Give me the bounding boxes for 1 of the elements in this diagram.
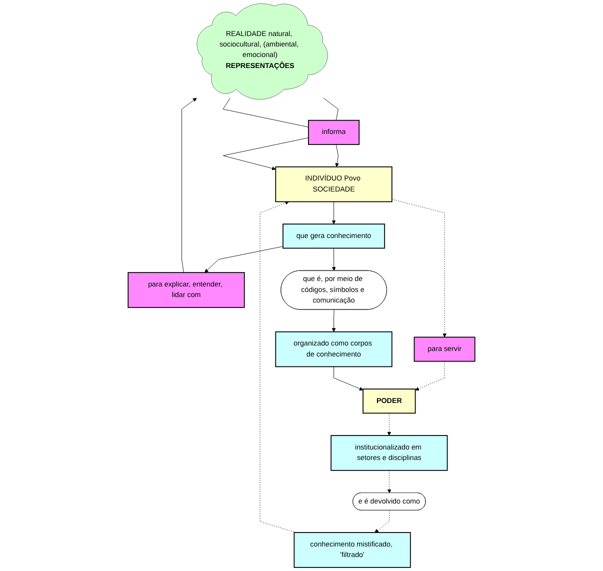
connector (222, 98, 309, 128)
